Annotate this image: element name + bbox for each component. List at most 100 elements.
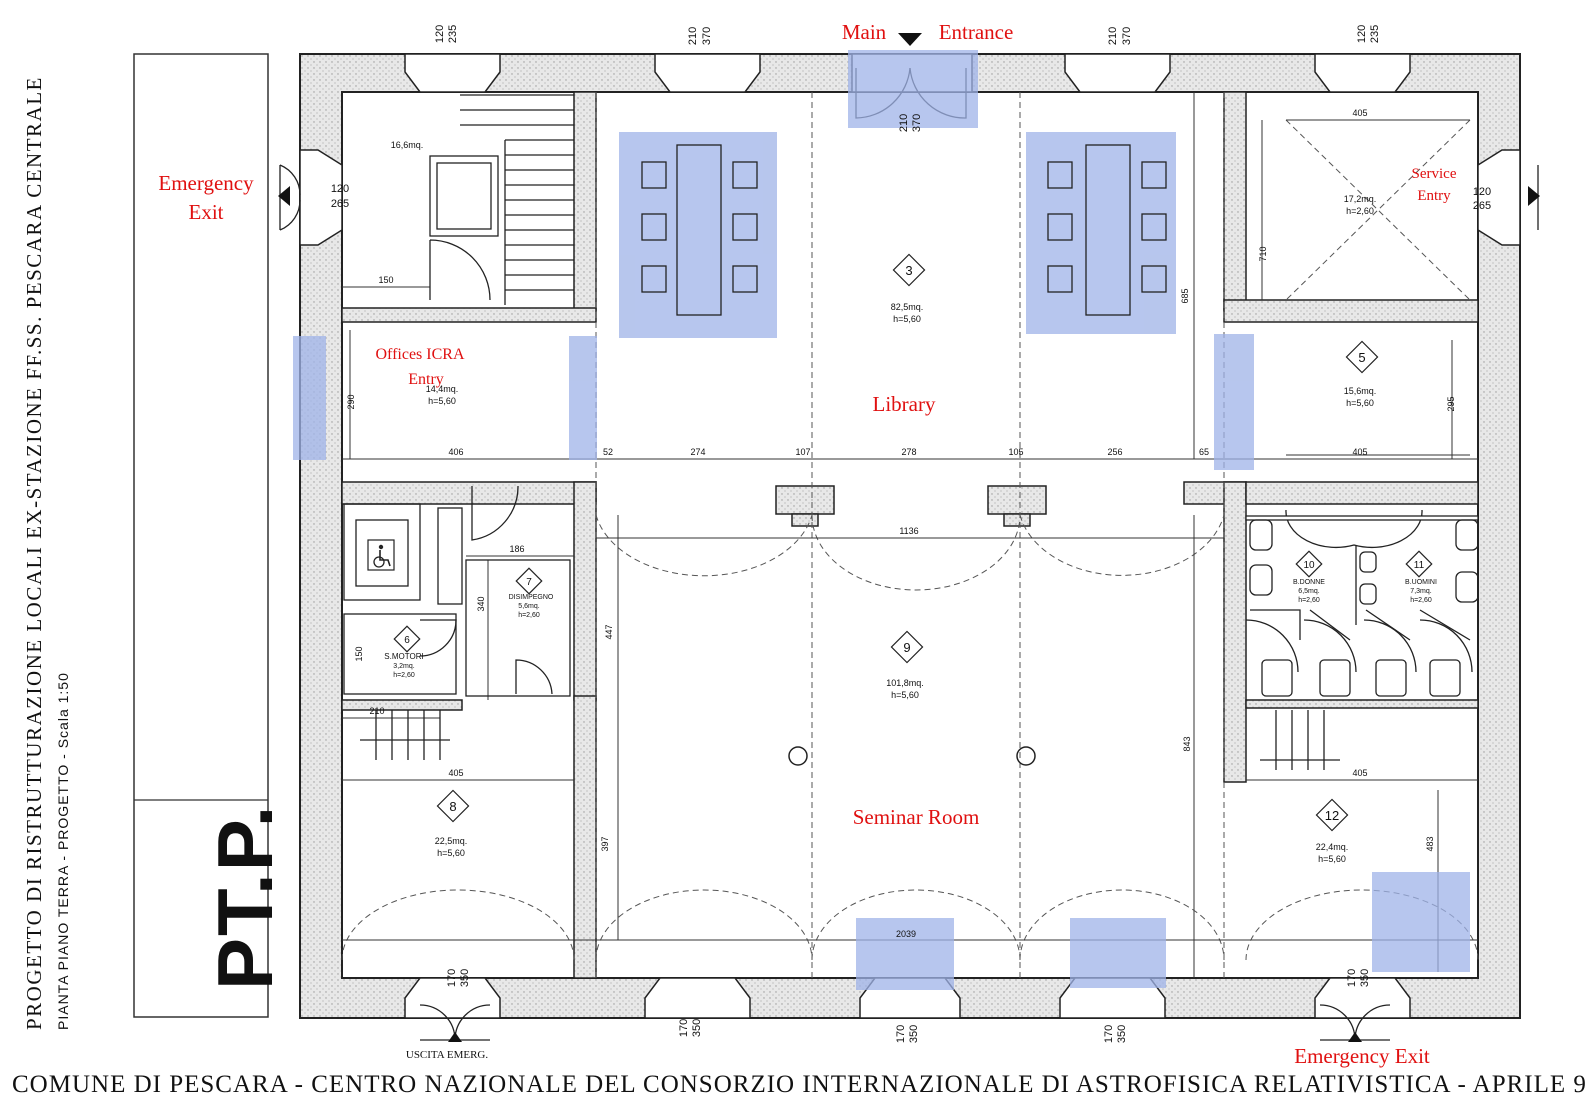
dim-483: 483 (1425, 836, 1435, 851)
win-bottom-4-a: 170 (1103, 1025, 1115, 1043)
highlight-zones (293, 50, 1470, 990)
dim-405-room8: 405 (448, 768, 463, 778)
title-block-frame (133, 53, 269, 1018)
win-main-b: 370 (911, 114, 923, 132)
dim-685: 685 (1180, 288, 1190, 303)
annotation-offices-entry: Entry (408, 371, 444, 388)
stair-room-area: 16,6mq. (391, 140, 424, 150)
office-room-area: 14,4mq. (426, 384, 459, 394)
dim-278: 278 (901, 447, 916, 457)
win-top-2-a: 210 (687, 27, 699, 45)
room-7-number: 7 (526, 577, 532, 588)
dim-405-room12: 405 (1352, 768, 1367, 778)
wall-niches (299, 53, 1521, 1019)
win-bottom-5-a: 170 (1346, 969, 1358, 987)
annotation-seminar-room: Seminar Room (853, 805, 980, 829)
room-10-name: B.DONNE (1293, 579, 1325, 586)
dim-256: 256 (1107, 447, 1122, 457)
room-11-name: B.UOMINI (1405, 579, 1437, 586)
bottom-title: COMUNE DI PESCARA - CENTRO NAZIONALE DEL… (12, 1071, 1587, 1098)
annotation-emergency-left-2: Exit (189, 200, 224, 224)
win-top-right-b: 235 (1369, 25, 1381, 43)
room-6-area: 3,2mq. (393, 663, 414, 670)
win-left-a: 120 (331, 183, 349, 195)
dim-295: 295 (1446, 396, 1456, 411)
dim-710: 710 (1258, 246, 1268, 261)
annotation-library: Library (873, 392, 936, 416)
room-12-number: 12 (1325, 808, 1339, 823)
dim-186: 186 (509, 544, 524, 554)
plan-code: PT.P. (201, 803, 289, 990)
dimension-lines (342, 92, 1478, 978)
dim-2039: 2039 (896, 929, 916, 939)
entrance-markers (278, 33, 1540, 1042)
floor-plan: 3 82,5mq. h=5,60 5 15,6mq. h=5,60 6 S.MO… (133, 20, 1540, 1068)
column (1016, 746, 1036, 766)
room-5-height: h=5,60 (1346, 398, 1374, 408)
win-bottom-4-b: 350 (1116, 1025, 1128, 1043)
room-9-height: h=5,60 (891, 690, 919, 700)
dim-65: 65 (1199, 447, 1209, 457)
win-top-left-a: 120 (434, 25, 446, 43)
win-right-a: 120 (1473, 186, 1491, 198)
room-3-number: 3 (905, 263, 912, 278)
room-5-number: 5 (1358, 350, 1365, 365)
wheelchair-icon (367, 539, 395, 571)
room-10-area: 6,5mq. (1298, 588, 1319, 595)
room-12-area: 22,4mq. (1316, 842, 1349, 852)
dim-447: 447 (604, 624, 614, 639)
service-room-area: 17,2mq. (1344, 194, 1377, 204)
win-top-2-b: 370 (701, 27, 713, 45)
annotation-main: Main (842, 20, 887, 44)
dim-290: 290 (346, 394, 356, 409)
room-6-number: 6 (404, 635, 410, 646)
dim-107: 107 (795, 447, 810, 457)
win-top-3-a: 210 (1107, 27, 1119, 45)
dim-405-service: 405 (1352, 108, 1367, 118)
room-10-height: h=2,60 (1298, 597, 1320, 604)
room-7-area: 5,6mq. (518, 603, 539, 610)
win-top-left-b: 235 (447, 25, 459, 43)
room-8-number: 8 (449, 799, 456, 814)
room-8-area: 22,5mq. (435, 836, 468, 846)
win-top-3-b: 370 (1121, 27, 1133, 45)
room-9-number: 9 (903, 640, 910, 655)
win-main-a: 210 (898, 114, 910, 132)
dim-210-stair: 210 (369, 706, 384, 716)
dim-1136: 1136 (899, 526, 918, 536)
room-7-name: DISIMPEGNO (509, 594, 554, 601)
dim-150: 150 (378, 275, 393, 285)
room-6-height: h=2,60 (393, 672, 415, 679)
win-bottom-1-a: 170 (446, 969, 458, 987)
dim-406: 406 (448, 447, 463, 457)
win-top-right-a: 120 (1356, 25, 1368, 43)
room-11-number: 11 (1414, 560, 1425, 571)
library-furniture-right (1047, 144, 1167, 316)
win-bottom-2-a: 170 (678, 1019, 690, 1037)
column (788, 746, 808, 766)
room-8-height: h=5,60 (437, 848, 465, 858)
room-5-area: 15,6mq. (1344, 386, 1377, 396)
annotation-service-2: Entry (1417, 188, 1451, 204)
interior-walls (341, 91, 1479, 979)
stairwell (360, 94, 1340, 770)
uscita-emerg-label: USCITA EMERG. (406, 1049, 488, 1061)
service-room-height: h=2,60 (1346, 206, 1374, 216)
room-3-height: h=5,60 (893, 314, 921, 324)
room-3-area: 82,5mq. (891, 302, 924, 312)
win-bottom-1-b: 350 (459, 969, 471, 987)
win-bottom-3-a: 170 (895, 1025, 907, 1043)
annotation-service-1: Service (1412, 166, 1457, 182)
dim-150-motori: 150 (354, 646, 364, 661)
dim-397: 397 (600, 836, 610, 851)
win-bottom-2-b: 350 (691, 1019, 703, 1037)
annotation-offices: Offices ICRA (375, 346, 464, 363)
library-furniture-left (641, 144, 758, 316)
dim-405-library-right: 405 (1352, 447, 1367, 457)
room-markers (393, 253, 1433, 832)
room-7-height: h=2,60 (518, 612, 540, 619)
annotation-emergency-right: Emergency Exit (1294, 1044, 1430, 1068)
dim-340: 340 (476, 596, 486, 611)
office-room-height: h=5,60 (428, 396, 456, 406)
win-left-b: 265 (331, 198, 349, 210)
